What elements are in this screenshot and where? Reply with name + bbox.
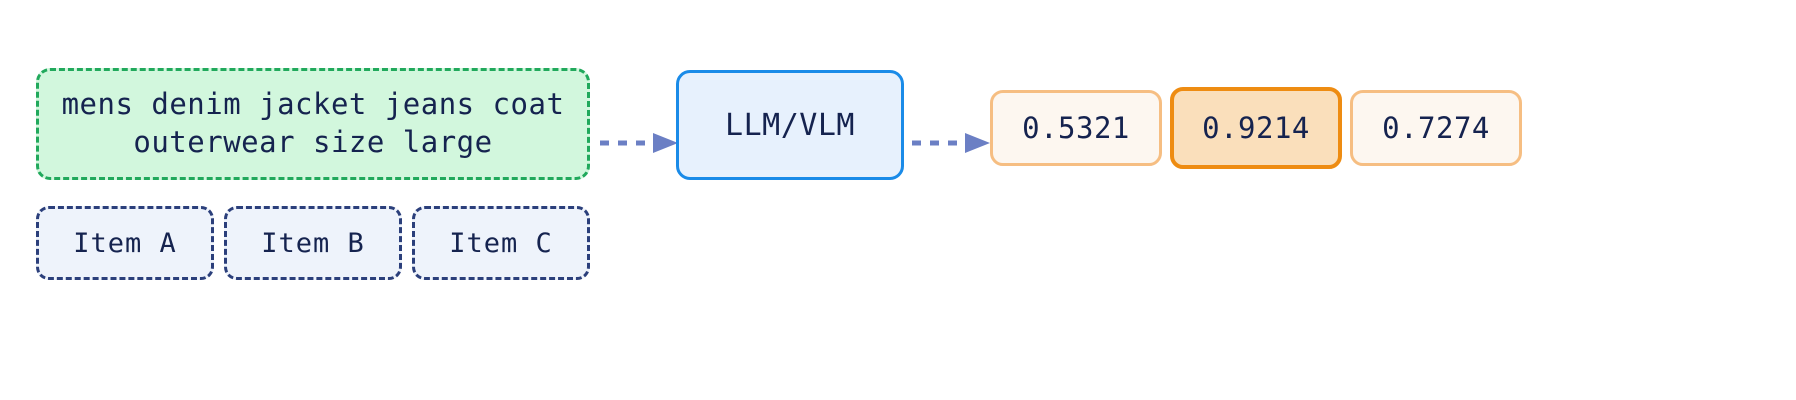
candidate-items-row: Item A Item B Item C bbox=[36, 206, 590, 280]
arrow-query-to-model-icon bbox=[600, 133, 678, 153]
candidate-item-a-label: Item A bbox=[73, 227, 177, 259]
score-box-3: 0.7274 bbox=[1350, 90, 1522, 166]
score-box-1: 0.5321 bbox=[990, 90, 1162, 166]
score-value-2: 0.9214 bbox=[1202, 111, 1310, 145]
candidate-item-b-label: Item B bbox=[261, 227, 365, 259]
query-box: mens denim jacket jeans coat outerwear s… bbox=[36, 68, 590, 180]
score-value-1: 0.5321 bbox=[1022, 111, 1130, 145]
candidate-item-c: Item C bbox=[412, 206, 590, 280]
candidate-item-c-label: Item C bbox=[449, 227, 553, 259]
query-text: mens denim jacket jeans coat outerwear s… bbox=[61, 87, 565, 159]
candidate-item-b: Item B bbox=[224, 206, 402, 280]
candidate-item-a: Item A bbox=[36, 206, 214, 280]
score-value-3: 0.7274 bbox=[1382, 111, 1490, 145]
scores-row: 0.5321 0.9214 0.7274 bbox=[990, 87, 1522, 169]
arrow-model-to-scores-icon bbox=[912, 133, 990, 153]
score-box-2-highlighted: 0.9214 bbox=[1170, 87, 1342, 169]
model-label: LLM/VLM bbox=[725, 107, 855, 143]
model-box: LLM/VLM bbox=[676, 70, 904, 180]
